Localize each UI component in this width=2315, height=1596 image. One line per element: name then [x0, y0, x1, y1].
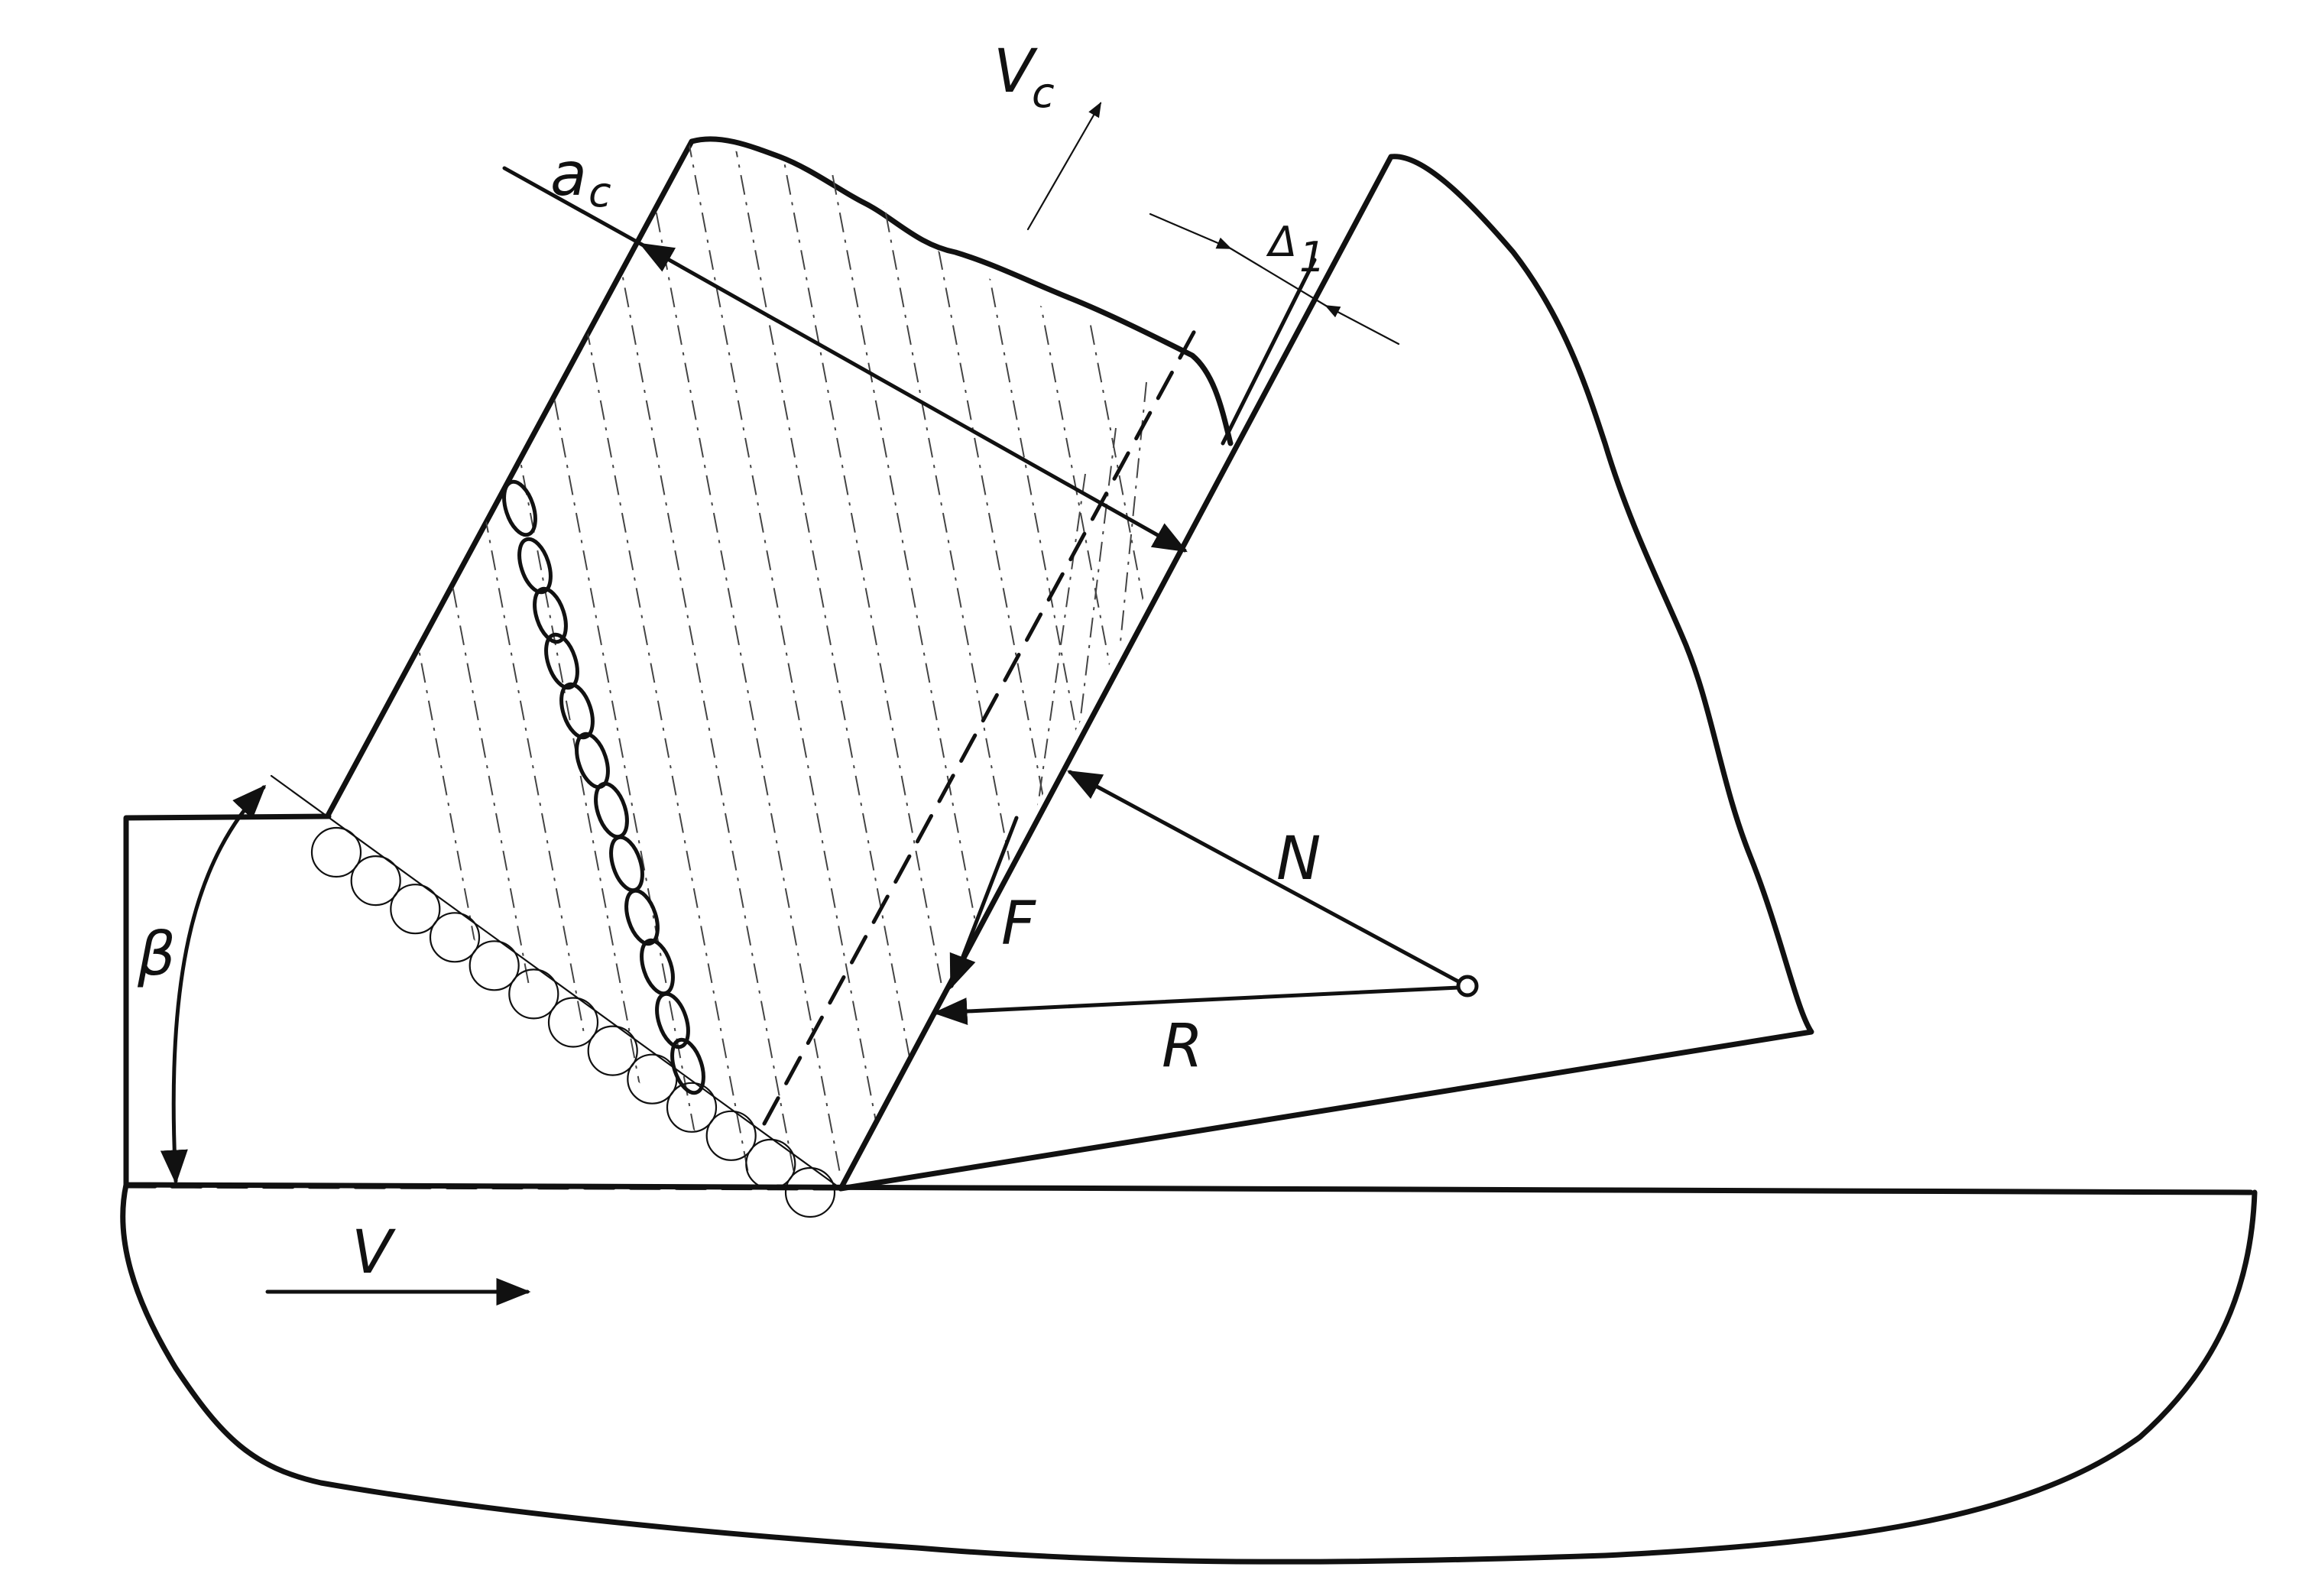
deformed-grain: [517, 537, 553, 595]
chip-thickness-subscript: c: [588, 168, 611, 216]
cutting-velocity-label: V: [352, 1218, 396, 1287]
force-origin-point: [1456, 975, 1479, 998]
chip-thickness-label: a: [550, 141, 587, 209]
chip-velocity-arrow: [1026, 102, 1102, 231]
friction-force-arrow: [949, 816, 1019, 990]
grain-circle: [350, 855, 401, 907]
resultant-force-label: R: [1162, 1012, 1203, 1081]
contact-zone-dim-right: [1324, 304, 1400, 345]
grain-circle: [429, 912, 481, 963]
deformed-grain: [544, 632, 579, 690]
deformed-grain: [640, 938, 675, 996]
deformed-grain-chain: [502, 479, 705, 1095]
deformed-grain: [655, 991, 690, 1049]
deformed-grain: [533, 586, 568, 644]
shear-angle-arc: [160, 784, 267, 1185]
resultant-force-arrow: [932, 985, 1461, 1026]
chip-thickness-leader: [502, 166, 644, 247]
grain-circle: [666, 1082, 718, 1133]
shear-angle-label: β: [137, 920, 176, 989]
shear-zone-grains: [310, 826, 836, 1218]
secondary-deformation-boundary: [1221, 258, 1317, 446]
tool-outline: [838, 154, 1814, 1192]
contact-zone-span: [1229, 247, 1328, 307]
deformed-grain: [559, 682, 595, 740]
contact-zone-label: Δ: [1266, 218, 1297, 266]
workpiece-outline: [120, 813, 2258, 1565]
grain-circle: [547, 997, 599, 1048]
grain-circle: [469, 940, 520, 991]
deformed-grain: [575, 732, 610, 790]
chip-velocity-label: V: [994, 37, 1038, 106]
deformed-grain: [502, 479, 537, 537]
contact-zone-subscript: 1: [1299, 233, 1325, 281]
grain-circle: [587, 1025, 638, 1076]
chip-thickness-arrow: [639, 242, 1188, 553]
normal-force-label: N: [1276, 825, 1321, 894]
grain-circle: [784, 1166, 836, 1218]
grain-circle: [508, 968, 559, 1020]
deformed-grain: [670, 1037, 705, 1095]
friction-force-label: F: [1001, 890, 1036, 959]
chip-velocity-subscript: c: [1032, 69, 1055, 117]
deformed-grain: [624, 888, 660, 946]
deformed-grain: [609, 835, 644, 893]
grain-circle: [310, 826, 362, 878]
contact-zone-dim-left: [1149, 212, 1232, 250]
normal-force-arrow: [1067, 770, 1461, 984]
grain-circle: [705, 1110, 757, 1161]
grain-circle: [745, 1138, 796, 1190]
cut-baseline: [124, 1184, 843, 1191]
grain-circle: [390, 884, 441, 935]
chip-hatching: [329, 141, 1223, 1178]
deformed-grain: [594, 781, 629, 839]
